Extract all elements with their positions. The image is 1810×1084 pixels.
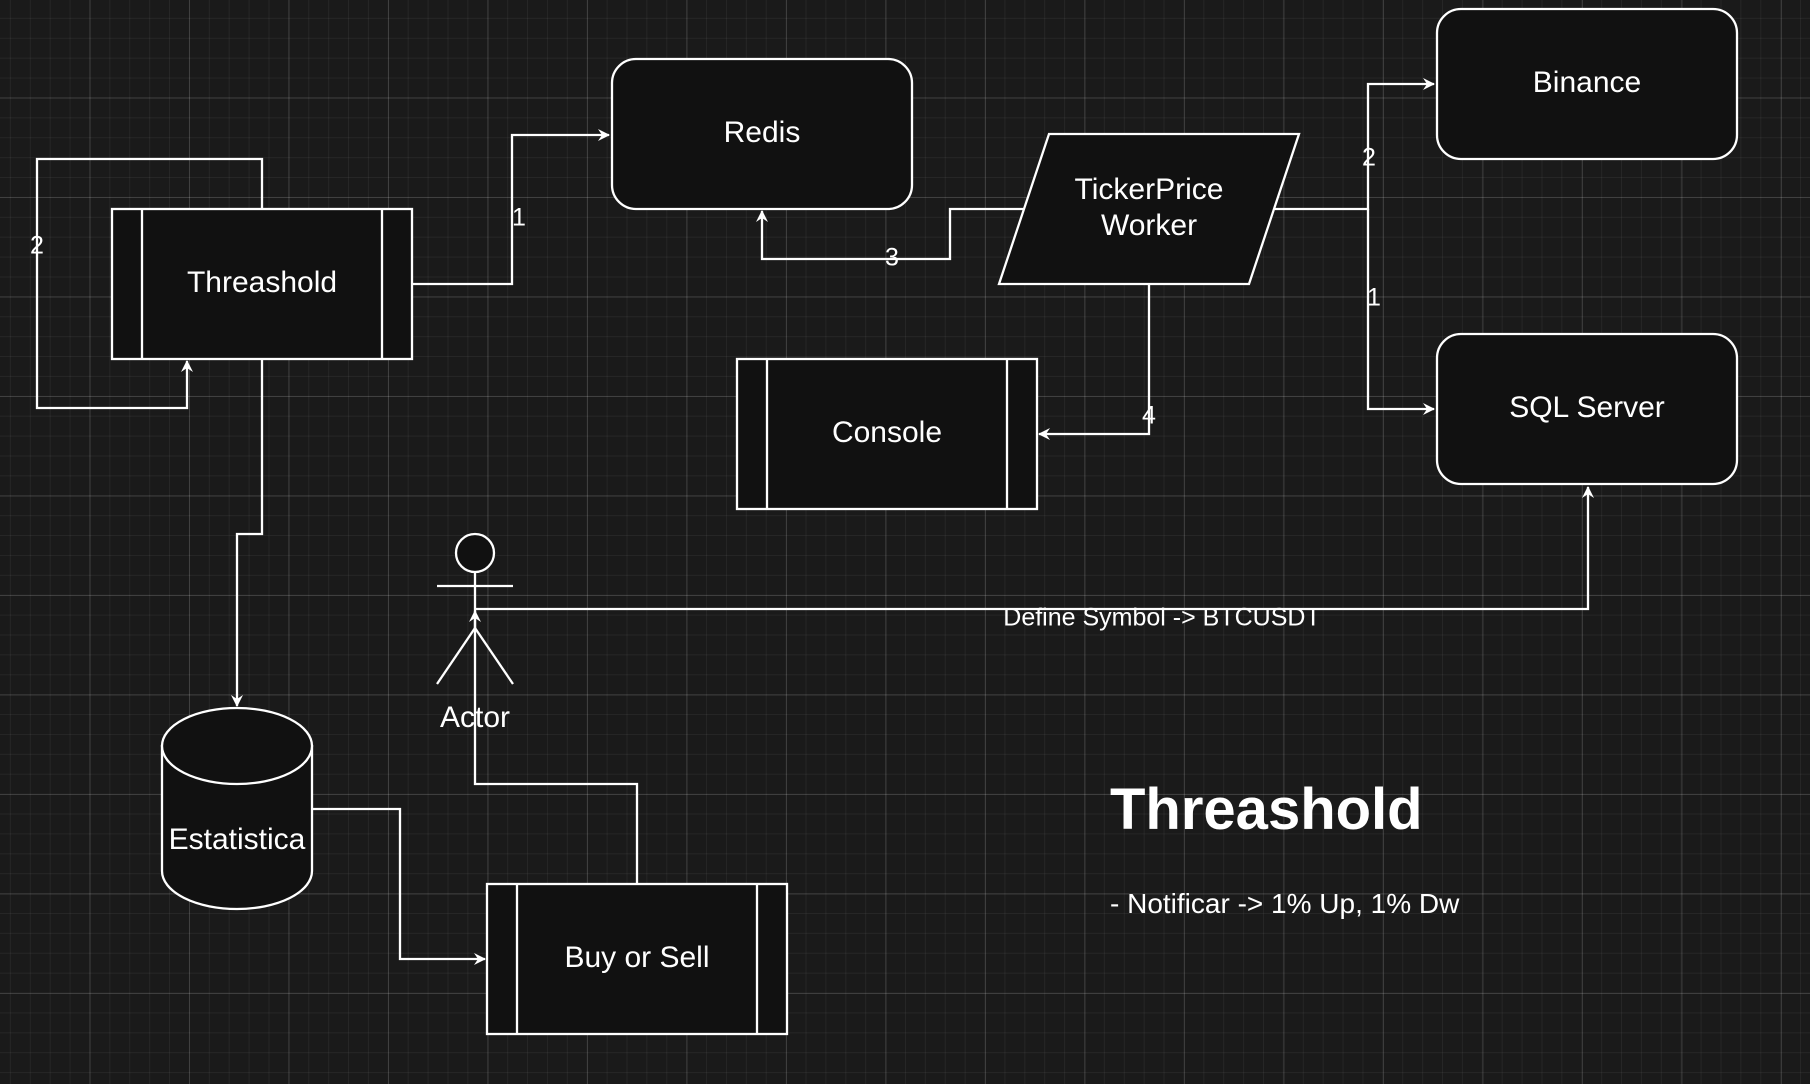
- node-redis[interactable]: Redis: [610, 57, 914, 211]
- edge-ticker-to-console[interactable]: [1038, 284, 1151, 440]
- node-console-label: Console: [832, 416, 942, 449]
- edge-label-actor-to-sql-server: Define Symbol -> BTCUSDT: [1003, 604, 1320, 632]
- node-sql-server[interactable]: SQL Server: [1435, 332, 1739, 486]
- edge-threashold-to-estatistica[interactable]: [231, 359, 264, 707]
- edge-label-threashold-self: 2: [30, 232, 44, 260]
- edge-label-ticker-to-sql-server: 1: [1367, 284, 1381, 312]
- node-binance[interactable]: Binance: [1435, 7, 1739, 161]
- node-estatistica[interactable]: Estatistica: [160, 706, 314, 911]
- edge-threashold-to-redis[interactable]: [413, 129, 610, 286]
- node-binance-label: Binance: [1533, 66, 1641, 99]
- node-actor[interactable]: Actor: [436, 532, 514, 734]
- node-redis-label: Redis: [724, 116, 801, 149]
- edge-threashold-self-loop[interactable]: [35, 157, 264, 410]
- node-buy-or-sell[interactable]: Buy or Sell: [485, 882, 789, 1036]
- actor-left-leg: [436, 627, 476, 685]
- edge-label-ticker-to-console: 4: [1142, 402, 1156, 430]
- node-ticker-label-line1: TickerPrice: [1075, 173, 1224, 206]
- node-ticker-label-line2: Worker: [1101, 209, 1197, 242]
- edge-label-threashold-to-redis: 1: [512, 204, 526, 232]
- node-buy-or-sell-label: Buy or Sell: [564, 941, 709, 974]
- node-console[interactable]: Console: [735, 357, 1039, 511]
- note-title: Threashold: [1110, 777, 1423, 842]
- node-actor-label: Actor: [440, 701, 510, 734]
- node-tickerprice-worker[interactable]: TickerPrice Worker: [997, 132, 1301, 286]
- node-estatistica-label: Estatistica: [169, 823, 306, 856]
- edge-ticker-to-binance[interactable]: [1275, 78, 1435, 211]
- edge-ticker-to-sql-server[interactable]: [1366, 209, 1435, 415]
- node-threashold-label: Threashold: [187, 266, 337, 299]
- node-threashold[interactable]: Threashold: [110, 207, 414, 361]
- actor-right-leg: [474, 627, 514, 685]
- edge-buy-or-sell-to-actor[interactable]: [469, 610, 639, 884]
- node-sql-server-label: SQL Server: [1509, 391, 1665, 424]
- edge-label-ticker-to-redis: 3: [885, 244, 899, 272]
- edge-label-ticker-to-binance: 2: [1362, 144, 1376, 172]
- note-line: - Notificar -> 1% Up, 1% Dw: [1110, 888, 1460, 919]
- edge-actor-to-sql-server[interactable]: [475, 486, 1594, 611]
- edge-estatistica-to-buy-or-sell[interactable]: [312, 807, 486, 965]
- edge-ticker-to-redis[interactable]: [756, 207, 1024, 261]
